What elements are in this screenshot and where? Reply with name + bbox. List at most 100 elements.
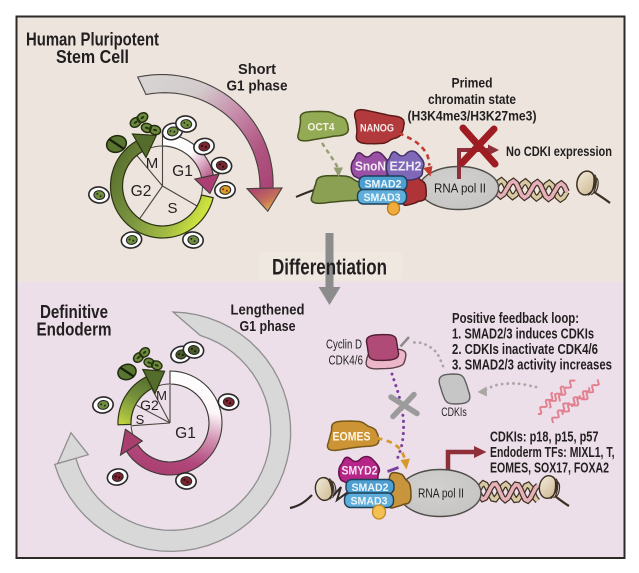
phospho-dot-bottom bbox=[371, 504, 387, 520]
endoderm-title-line2: Endoderm bbox=[37, 320, 112, 340]
no-cdki-label: No CDKI expression bbox=[506, 143, 612, 159]
smad2-label-bottom: SMAD2 bbox=[352, 482, 389, 494]
nanog-blob bbox=[353, 108, 405, 145]
smyd2-label: SMYD2 bbox=[342, 466, 378, 478]
smad3-box-bottom bbox=[343, 492, 395, 509]
short-g1-arrow bbox=[136, 74, 283, 213]
eomes-dashed-arrow bbox=[376, 436, 410, 470]
ezh2-label: EZH2 bbox=[390, 160, 422, 174]
cell bbox=[193, 137, 215, 156]
cell-cycle-endoderm bbox=[117, 368, 223, 476]
feedback-line4: 3. SMAD2/3 activity increases bbox=[452, 358, 612, 374]
phase-g1-top: G1 bbox=[172, 163, 193, 180]
cdki-inactivate-arrow bbox=[399, 336, 445, 368]
cdk46-label: CDK4/6 bbox=[329, 354, 364, 368]
dna-helix-top bbox=[492, 176, 570, 204]
dna-helix-bottom bbox=[475, 479, 541, 505]
smad3-label-top: SMAD3 bbox=[364, 192, 401, 204]
cell bbox=[120, 231, 143, 249]
cell bbox=[88, 186, 110, 204]
rna-pol-label-top: RNA pol II bbox=[434, 182, 486, 196]
output-line3: EOMES, SOX17, FOXA2 bbox=[490, 461, 609, 477]
oct4-label: OCT4 bbox=[308, 122, 336, 134]
gray-x-icon bbox=[388, 391, 420, 420]
differentiation-label: Differentiation bbox=[272, 255, 387, 280]
mitotic-cell bbox=[140, 122, 162, 136]
dna-tail-top bbox=[593, 191, 611, 204]
phase-g1-bottom: G1 bbox=[175, 425, 196, 442]
smad2-label-top: SMAD2 bbox=[365, 179, 402, 191]
primed-chromatin-line2: chromatin state bbox=[428, 91, 516, 107]
eomes-blob bbox=[326, 420, 380, 452]
m-arrowhead-bottom bbox=[141, 368, 166, 396]
cell bbox=[175, 115, 197, 133]
dna-tail-bottom-left bbox=[289, 494, 313, 510]
pluripotent-title-line2: Stem Cell bbox=[56, 47, 129, 67]
eomes-label: EOMES bbox=[333, 432, 371, 444]
cdkis-blob bbox=[438, 373, 471, 405]
nanog-label: NANOG bbox=[360, 123, 394, 135]
ezh2-blob bbox=[385, 150, 425, 181]
cdk46-blob bbox=[365, 333, 400, 362]
phase-g2-bottom: G2 bbox=[140, 397, 159, 413]
phospho-dot-top bbox=[386, 201, 401, 216]
short-g1-label-line1: Short bbox=[238, 61, 276, 78]
output-line2: Endoderm TFs: MIXL1, T, bbox=[490, 445, 615, 461]
lengthened-g1-line2: G1 phase bbox=[240, 318, 296, 335]
cyclin-d-label: Cyclin D bbox=[326, 338, 362, 352]
endoderm-title-line1: Definitive bbox=[40, 302, 108, 322]
smad3-label-bottom: SMAD3 bbox=[351, 496, 388, 508]
nucleosome bbox=[576, 170, 599, 196]
mitotic-cell bbox=[129, 111, 149, 129]
feedback-line3: 2. CDKIs inactivate CDK4/6 bbox=[452, 342, 598, 358]
prophase-cell bbox=[117, 363, 137, 381]
nucleosome bbox=[538, 474, 561, 500]
cell bbox=[214, 181, 236, 199]
cell bbox=[175, 472, 197, 490]
oct4-blob bbox=[297, 110, 350, 142]
phase-s-bottom: S bbox=[136, 412, 145, 427]
snon-label: SnoN bbox=[355, 160, 386, 174]
figure-border bbox=[15, 15, 626, 559]
active-transcription-arrow bbox=[445, 446, 487, 471]
cdkis-label: CDKIs bbox=[441, 405, 467, 419]
phase-m-top: M bbox=[146, 155, 159, 172]
lengthened-g1-line1: Lengthened bbox=[231, 302, 305, 319]
mitotic-cell bbox=[143, 357, 163, 371]
mrna-squiggles bbox=[538, 379, 600, 424]
nanog-dashed-arrow bbox=[398, 131, 433, 177]
dna-tail-bottom-right bbox=[554, 495, 570, 507]
tf-green-blob bbox=[310, 174, 367, 205]
lengthened-g1-arrow bbox=[53, 311, 292, 553]
phase-s-top: S bbox=[167, 200, 177, 217]
mitotic-cell bbox=[132, 346, 151, 364]
phase-m-bottom: M bbox=[156, 388, 167, 403]
feedback-line2: 1. SMAD2/3 induces CDKIs bbox=[452, 327, 594, 343]
cdk-inhibit-smad-line bbox=[387, 372, 406, 473]
nucleosome bbox=[314, 476, 337, 502]
feedback-line1: Positive feedback loop: bbox=[452, 311, 579, 327]
short-g1-label-line2: G1 phase bbox=[227, 78, 288, 95]
m-arrowhead bbox=[131, 133, 158, 159]
dna-strand-left-top bbox=[295, 189, 315, 198]
cell bbox=[106, 468, 129, 486]
g1-arrowhead-bottom bbox=[119, 428, 144, 457]
pluripotent-title-line1: Human Pluripotent bbox=[26, 30, 159, 50]
cell-cycle-pluripotent bbox=[109, 133, 221, 239]
cell bbox=[182, 341, 205, 359]
oct4-dashed-arrow bbox=[321, 142, 343, 177]
rna-pol-label-bottom: RNA pol II bbox=[418, 487, 464, 501]
prophase-cell bbox=[105, 134, 128, 154]
phase-g2-top: G2 bbox=[131, 183, 152, 200]
cdki-induce-arrow bbox=[477, 382, 538, 397]
g1-arrowhead bbox=[193, 173, 221, 195]
cell bbox=[210, 156, 233, 175]
differentiation-arrow bbox=[318, 233, 341, 305]
dna-link-bottom bbox=[332, 486, 349, 503]
red-x-icon bbox=[458, 124, 499, 168]
smad3-box-top bbox=[356, 188, 408, 205]
primed-chromatin-line1: Primed bbox=[452, 75, 493, 91]
cell bbox=[217, 393, 240, 411]
